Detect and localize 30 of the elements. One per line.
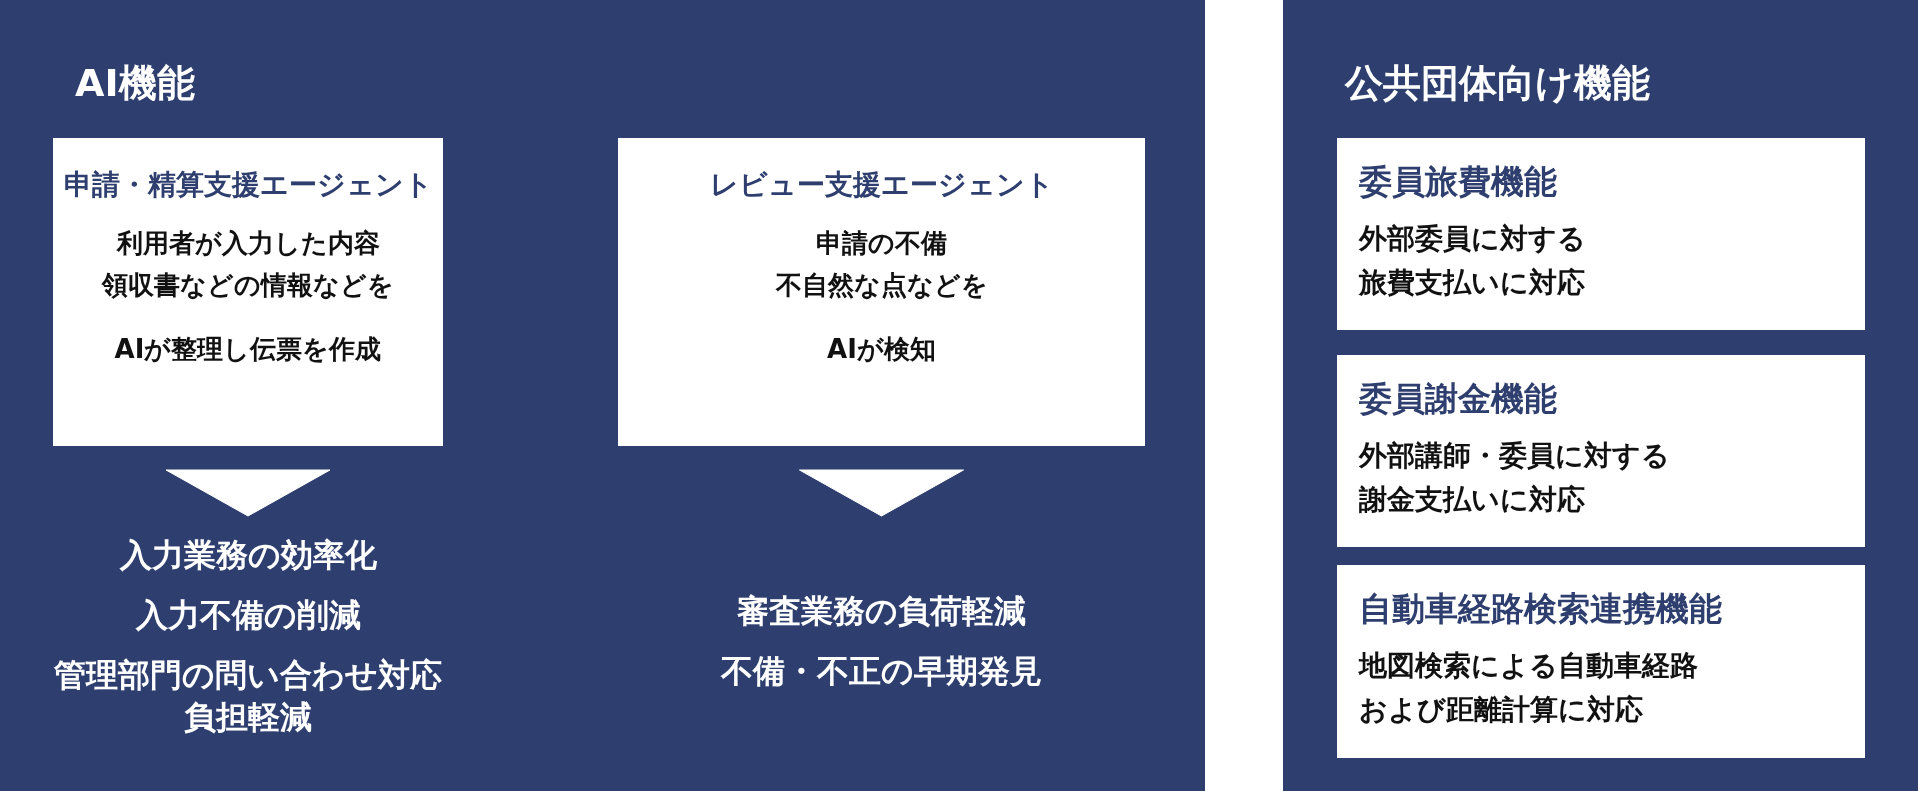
outcome-text: 管理部門の問い合わせ対応負担軽減 bbox=[53, 655, 443, 738]
card-text: 不自然な点などを bbox=[775, 269, 988, 302]
card-text: 利用者が入力した内容 bbox=[116, 227, 380, 260]
outcome-text: 入力業務の効率化 bbox=[119, 535, 377, 576]
outcome-text: 審査業務の負荷軽減 bbox=[737, 591, 1026, 632]
card-text: 外部委員に対する旅費支払いに対応 bbox=[1359, 221, 1587, 301]
feature-card bbox=[1337, 138, 1865, 330]
card-text: 領収書などの情報などを bbox=[102, 269, 394, 302]
card-text: AIが整理し伝票を作成 bbox=[114, 333, 382, 366]
card-heading: 委員謝金機能 bbox=[1359, 378, 1558, 420]
card-heading: 申請・精算支援エージェント bbox=[63, 167, 433, 203]
card-text: 申請の不備 bbox=[816, 227, 947, 260]
panel-title: 公共団体向け機能 bbox=[1345, 60, 1650, 107]
card-heading: レビュー支援エージェント bbox=[709, 167, 1054, 203]
feature-card bbox=[1337, 565, 1865, 758]
panel-title: AI機能 bbox=[75, 60, 195, 107]
card-text: 外部講師・委員に対する謝金支払いに対応 bbox=[1359, 438, 1671, 518]
card-text: AIが検知 bbox=[827, 333, 936, 366]
outcome-text: 不備・不正の早期発見 bbox=[721, 651, 1042, 692]
chevron-arrow bbox=[799, 469, 964, 517]
outcome-text: 入力不備の削減 bbox=[135, 595, 361, 636]
section-panel bbox=[1283, 0, 1918, 791]
feature-card bbox=[1337, 355, 1865, 547]
card-text: 地図検索による自動車経路および距離計算に対応 bbox=[1359, 648, 1699, 728]
agent-card bbox=[53, 138, 443, 446]
card-heading: 自動車経路検索連携機能 bbox=[1359, 588, 1723, 630]
section-panel bbox=[0, 0, 1205, 791]
chevron-arrow bbox=[165, 469, 331, 517]
agent-card bbox=[618, 138, 1145, 446]
card-heading: 委員旅費機能 bbox=[1359, 161, 1558, 203]
